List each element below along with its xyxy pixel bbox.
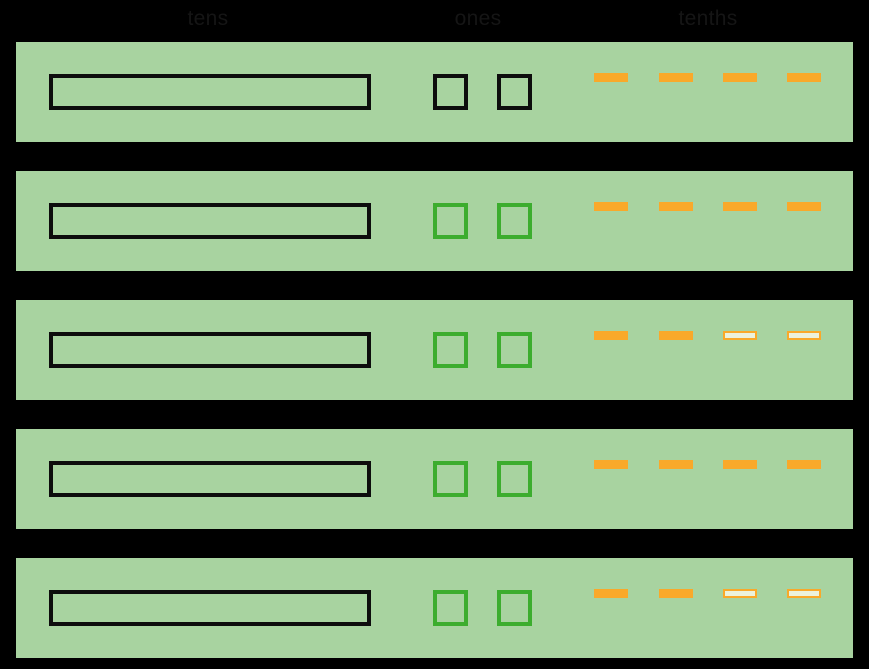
tenths-dash-outline[interactable] <box>787 331 821 340</box>
tenths-dash-solid[interactable] <box>659 73 693 82</box>
ones-square[interactable] <box>433 203 468 239</box>
place-value-row <box>16 429 853 529</box>
column-label-tenths: tenths <box>678 7 738 30</box>
tens-rod[interactable] <box>49 332 371 368</box>
tenths-dash-solid[interactable] <box>723 202 757 211</box>
ones-square[interactable] <box>497 203 532 239</box>
tenths-dash-solid[interactable] <box>594 589 628 598</box>
tenths-dash-solid[interactable] <box>659 202 693 211</box>
place-value-row <box>16 558 853 658</box>
ones-square[interactable] <box>497 590 532 626</box>
tenths-dash-solid[interactable] <box>723 460 757 469</box>
tenths-dash-solid[interactable] <box>787 202 821 211</box>
ones-square[interactable] <box>433 590 468 626</box>
tenths-dash-solid[interactable] <box>659 460 693 469</box>
tenths-dash-solid[interactable] <box>723 73 757 82</box>
tenths-dash-outline[interactable] <box>723 589 757 598</box>
tens-rod[interactable] <box>49 74 371 110</box>
ones-square[interactable] <box>433 332 468 368</box>
tenths-dash-solid[interactable] <box>594 331 628 340</box>
column-label-ones: ones <box>454 7 502 30</box>
place-value-rows <box>0 42 869 658</box>
tenths-dash-solid[interactable] <box>594 460 628 469</box>
ones-square[interactable] <box>497 461 532 497</box>
tenths-dash-solid[interactable] <box>659 331 693 340</box>
ones-square[interactable] <box>497 332 532 368</box>
ones-square[interactable] <box>433 461 468 497</box>
tenths-dash-outline[interactable] <box>723 331 757 340</box>
tens-rod[interactable] <box>49 461 371 497</box>
column-label-tens: tens <box>187 7 229 30</box>
tenths-dash-solid[interactable] <box>594 202 628 211</box>
place-value-row <box>16 171 853 271</box>
place-value-row <box>16 300 853 400</box>
tenths-dash-solid[interactable] <box>659 589 693 598</box>
tens-rod[interactable] <box>49 590 371 626</box>
ones-square[interactable] <box>433 74 468 110</box>
tenths-dash-solid[interactable] <box>594 73 628 82</box>
place-value-row <box>16 42 853 142</box>
column-headers: tens ones tenths <box>0 0 869 42</box>
tenths-dash-solid[interactable] <box>787 460 821 469</box>
tens-rod[interactable] <box>49 203 371 239</box>
ones-square[interactable] <box>497 74 532 110</box>
tenths-dash-outline[interactable] <box>787 589 821 598</box>
tenths-dash-solid[interactable] <box>787 73 821 82</box>
